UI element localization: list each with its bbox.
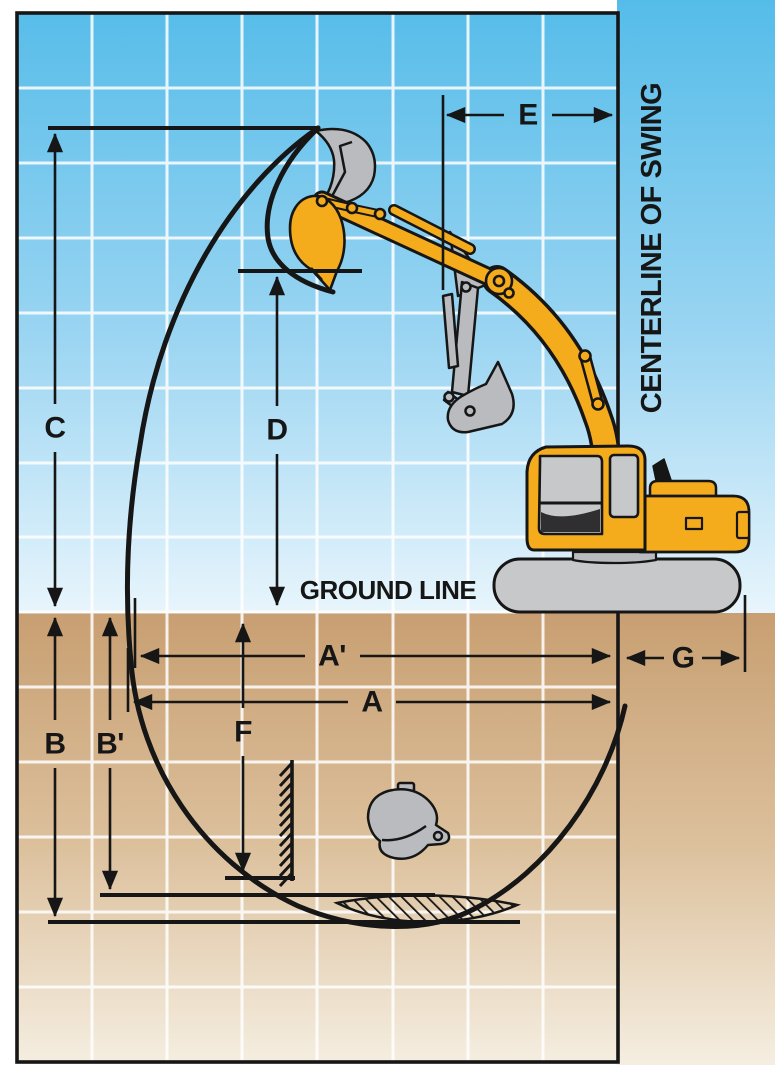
dimension-b: B — [44, 616, 520, 924]
dimension-lines: C D E B B' — [44, 95, 747, 924]
dimension-label-b-prime: B' — [96, 728, 124, 761]
cab-side-window — [608, 453, 640, 519]
working-envelope — [124, 125, 628, 929]
dimension-label-d: D — [266, 414, 287, 447]
dimension-c: C — [44, 126, 318, 608]
dimension-a-prime: A' — [133, 598, 612, 673]
dimension-g: G — [625, 595, 747, 675]
cab-window-shadow — [541, 509, 600, 532]
bucket-ghost-pit — [366, 781, 451, 860]
dimension-label-e: E — [518, 99, 538, 132]
dimension-label-f: F — [234, 716, 252, 749]
dimension-label-a: A — [361, 686, 382, 719]
dimension-a: A — [126, 648, 612, 719]
arm-cylinder — [390, 206, 474, 253]
engine-housing — [638, 494, 751, 554]
dimension-e: E — [441, 95, 614, 290]
ground-line-label: GROUND LINE — [300, 575, 477, 605]
dimension-d: D — [238, 269, 362, 607]
dimension-f: F — [225, 622, 295, 880]
dimension-label-a-prime: A' — [318, 640, 346, 673]
dimension-label-c: C — [44, 412, 65, 445]
excavator — [288, 127, 751, 860]
working-envelope-curve — [124, 125, 628, 929]
engine-hood-ridge — [648, 479, 718, 499]
dimension-label-g: G — [672, 642, 695, 675]
swing-pedestal — [571, 550, 658, 565]
boom-cylinder — [581, 352, 602, 408]
ground-margin — [617, 613, 775, 1065]
arm-ghost-cylinder — [441, 292, 460, 370]
bucket-dump-arc — [264, 125, 336, 295]
counterweight-cap — [735, 510, 751, 540]
vertical-wall-hatch — [278, 760, 294, 888]
dimension-b-prime: B' — [96, 616, 435, 897]
housing-vent — [684, 516, 704, 531]
centerline-of-swing-label: CENTERLINE OF SWING — [636, 83, 668, 413]
bucket-ghost-tucked — [446, 360, 515, 434]
excavator-body — [492, 444, 751, 614]
dimension-label-b: B — [44, 728, 65, 761]
excavator-tracks — [492, 557, 742, 614]
